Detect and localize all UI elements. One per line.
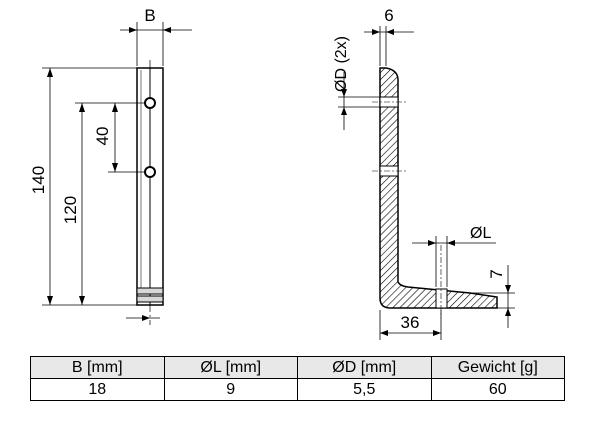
value-b: 18 (30, 378, 165, 401)
bottom-marker-arrow (142, 315, 150, 321)
dim-120-arrow-bottom (79, 296, 85, 305)
side-slot (435, 288, 448, 309)
dim-6-label: 6 (384, 6, 393, 25)
b-label: B (144, 6, 155, 25)
spec-table: B [mm] ØL [mm] ØD [mm] Gewicht [g] 18 9 … (30, 356, 565, 401)
dim-140-arrow-bottom (47, 296, 53, 305)
dim-6-arrow-left (372, 29, 380, 35)
dim-120-label: 120 (61, 196, 80, 224)
dim-40-arrow-top (112, 103, 118, 112)
b-arrow-left (129, 27, 137, 33)
dim-140-label: 140 (29, 166, 48, 194)
upper-hole-icon (144, 97, 156, 109)
header-od: ØD [mm] (297, 356, 432, 379)
dim-7-arrow-top (505, 285, 511, 293)
dim-140-arrow-top (47, 68, 53, 77)
front-view: B 140 120 40 (29, 6, 192, 325)
dim-40-label: 40 (93, 127, 112, 146)
spec-table-value-row: 18 9 5,5 60 (30, 378, 565, 401)
bracket-foot-band-2 (136, 295, 164, 303)
bracket-foot-band (136, 287, 164, 295)
header-weight: Gewicht [g] (430, 356, 565, 379)
od-arrow-bottom (341, 107, 347, 115)
dim-6-arrow-right (386, 29, 394, 35)
dim-36-arrow-left (380, 330, 388, 336)
header-b: B [mm] (30, 356, 165, 379)
dim-40-arrow-bottom (112, 163, 118, 172)
hole-diameter-label: ØD (2x) (333, 36, 350, 92)
dim-7-label: 7 (487, 269, 506, 278)
technical-drawing: B 140 120 40 (29, 6, 515, 340)
header-ol: ØL [mm] (163, 356, 298, 379)
lower-hole-icon (144, 166, 156, 178)
slot-diameter-label: ØL (470, 225, 491, 242)
od-arrow-top (341, 89, 347, 97)
b-arrow-right (163, 27, 171, 33)
spec-table-header-row: B [mm] ØL [mm] ØD [mm] Gewicht [g] (30, 356, 565, 379)
value-ol: 9 (163, 378, 298, 401)
dim-120-arrow-top (79, 103, 85, 112)
dim-7-arrow-bottom (505, 308, 511, 316)
ol-arrow-left (428, 240, 436, 246)
dim-36-arrow-right (433, 330, 441, 336)
l-profile-section (379, 67, 498, 309)
value-weight: 60 (430, 378, 565, 401)
ol-arrow-right (447, 240, 455, 246)
side-view: 6 ØD (2x) ØL 7 36 (333, 6, 515, 340)
dim-36-label: 36 (401, 313, 420, 332)
value-od: 5,5 (297, 378, 432, 401)
